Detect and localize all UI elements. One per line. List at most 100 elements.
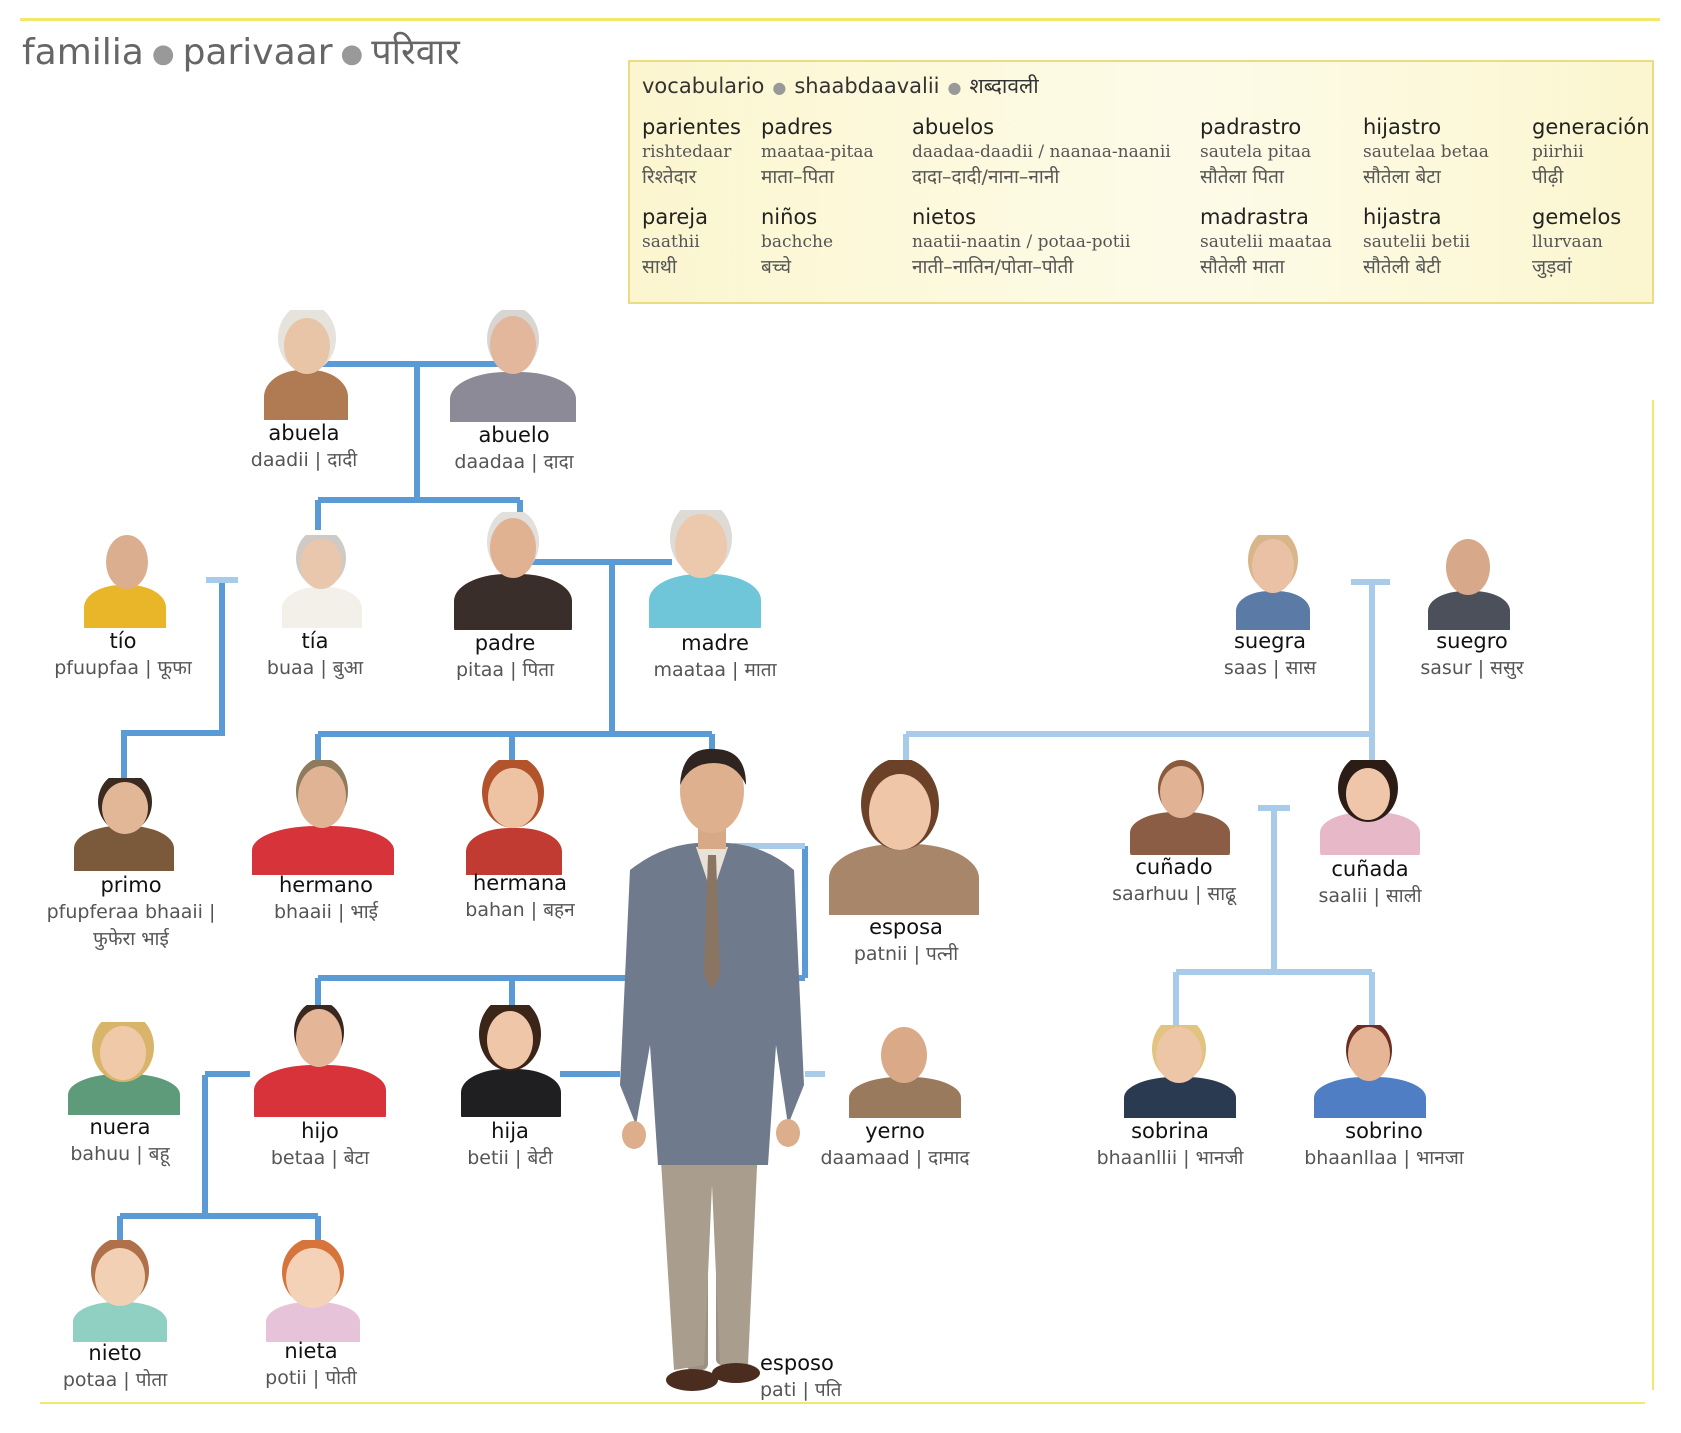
name-es: abuela xyxy=(268,421,340,445)
title-tr: parivaar xyxy=(182,32,333,73)
vocab-hi: साथी xyxy=(642,256,677,278)
name-es: nuera xyxy=(89,1115,151,1139)
name-es: abuelo xyxy=(478,423,550,447)
name-es: sobrino xyxy=(1345,1119,1423,1143)
photo-suegra xyxy=(1194,535,1351,630)
photo-nieto xyxy=(65,1240,175,1342)
label-cunado: cuñado saarhuu | साढू xyxy=(1084,854,1264,908)
name-tr-line2: फुफेरा भाई xyxy=(93,928,169,950)
photo-hermana xyxy=(458,760,570,875)
label-abuelo: abuelo daadaa | दादा xyxy=(424,422,604,476)
photo-primo xyxy=(44,778,204,871)
label-tia: tía buaa | बुआ xyxy=(230,628,400,682)
dot-separator: ● xyxy=(947,78,962,97)
vocab-item: hijastra sautelii betii सौतेली बेटी xyxy=(1363,204,1563,280)
vocab-item: madrastra sautelii maataa सौतेली माता xyxy=(1200,204,1400,280)
name-es: suegro xyxy=(1436,629,1508,653)
photo-madre xyxy=(645,510,765,628)
label-suegro: suegro sasur | ससुर xyxy=(1382,628,1562,682)
photo-esposa xyxy=(825,760,983,915)
label-esposo: esposo pati | पति xyxy=(760,1350,900,1404)
name-es: nieta xyxy=(284,1339,338,1363)
vocab-hi: सौतेला पिता xyxy=(1200,166,1284,188)
name-es: tía xyxy=(301,629,329,653)
name-es: nieto xyxy=(88,1341,142,1365)
label-primo: primo pfupferaa bhaaii | फुफेरा भाई xyxy=(26,872,236,953)
dot-separator: ● xyxy=(340,39,364,69)
name-es: cuñado xyxy=(1135,855,1213,879)
photo-abuelo xyxy=(442,310,584,422)
photo-hija xyxy=(457,1005,565,1117)
photo-nuera xyxy=(44,1022,204,1115)
name-tr: pati | पति xyxy=(760,1379,842,1401)
photo-hijo xyxy=(250,1005,390,1117)
vocab-es: pareja xyxy=(642,205,708,229)
name-es: sobrina xyxy=(1131,1119,1209,1143)
name-tr: betaa | बेटा xyxy=(270,1147,370,1169)
vocab-item: pareja saathii साथी xyxy=(642,204,842,280)
light-connectors xyxy=(206,577,1390,1077)
name-tr: pfuupfaa | फूफा xyxy=(54,657,192,679)
vocabulary-box: vocabulario●shaabdaavalii●शब्दावली parie… xyxy=(628,60,1654,304)
name-tr: bhaanllaa | भानजा xyxy=(1304,1147,1464,1169)
vocab-tr: bachche xyxy=(761,232,834,252)
name-tr: potaa | पोता xyxy=(62,1369,168,1391)
vocab-item: hijastro sautelaa betaa सौतेला बेटा xyxy=(1363,114,1563,190)
name-tr: daamaad | दामाद xyxy=(820,1147,970,1169)
vocab-item: padrastro sautela pitaa सौतेला पिता xyxy=(1200,114,1400,190)
vocab-item: padres maataa-pitaa माता–पिता xyxy=(761,114,961,190)
name-tr: pitaa | पिता xyxy=(455,659,555,681)
vocab-es: abuelos xyxy=(912,115,995,139)
label-tio: tío pfuupfaa | फूफा xyxy=(28,628,218,682)
name-tr: pfupferaa bhaaii | xyxy=(46,901,216,923)
name-es: padre xyxy=(474,631,536,655)
photo-hermano xyxy=(248,760,398,875)
name-es: esposo xyxy=(760,1351,834,1375)
name-tr: bhaaii | भाई xyxy=(273,901,379,923)
vocab-item: generación piirhii पीढ़ी xyxy=(1532,114,1652,190)
vocab-hi: सौतेली बेटी xyxy=(1363,256,1441,278)
photo-tia xyxy=(238,535,398,628)
vocab-es: hijastra xyxy=(1363,205,1442,229)
vocab-heading-es: vocabulario xyxy=(642,74,765,98)
vocab-hi: रिश्तेदार xyxy=(642,166,697,188)
vocab-tr: piirhii xyxy=(1532,142,1584,162)
vocab-hi: नाती–नातिन/पोता–पोती xyxy=(912,256,1074,278)
photo-abuela xyxy=(258,310,354,420)
title-es: familia xyxy=(22,32,144,73)
vocab-item: nietos naatii-naatin / potaa-potii नाती–… xyxy=(912,204,1130,280)
name-es: tío xyxy=(109,629,137,653)
vocab-es: parientes xyxy=(642,115,741,139)
name-es: suegra xyxy=(1233,629,1306,653)
label-sobrino: sobrino bhaanllaa | भानजा xyxy=(1284,1118,1484,1172)
vocab-tr: daadaa-daadii / naanaa-naanii xyxy=(912,142,1171,162)
photo-yerno xyxy=(825,1025,983,1118)
name-tr: bahuu | बहू xyxy=(70,1143,170,1165)
vocab-hi: दादा–दादी/नाना–नानी xyxy=(912,166,1060,188)
name-tr: buaa | बुआ xyxy=(266,657,364,679)
top-rule xyxy=(20,18,1660,21)
label-nuera: nuera bahuu | बहू xyxy=(30,1114,210,1168)
vocab-tr: llurvaan xyxy=(1532,232,1603,252)
name-es: hermana xyxy=(473,871,567,895)
name-tr: bhaanllii | भानजी xyxy=(1096,1147,1244,1169)
dot-separator: ● xyxy=(772,78,787,97)
name-tr: saalii | साली xyxy=(1318,885,1422,907)
right-rule xyxy=(1652,400,1654,1390)
vocab-item: abuelos daadaa-daadii / naanaa-naanii दा… xyxy=(912,114,1171,190)
vocab-tr: sautelii maataa xyxy=(1200,232,1332,252)
photo-tio xyxy=(44,535,204,628)
vocab-tr: rishtedaar xyxy=(642,142,732,162)
vocab-es: nietos xyxy=(912,205,977,229)
name-es: madre xyxy=(681,631,749,655)
vocab-hi: बच्चे xyxy=(761,256,792,278)
label-abuela: abuela daadii | दादी xyxy=(214,420,394,474)
label-hermano: hermano bhaaii | भाई xyxy=(236,872,416,926)
photo-sobrina xyxy=(1100,1025,1258,1118)
bottom-rule xyxy=(40,1402,1645,1404)
vocab-tr: maataa-pitaa xyxy=(761,142,874,162)
name-es: cuñada xyxy=(1331,857,1409,881)
label-hermana: hermana bahan | बहन xyxy=(430,870,610,924)
vocab-es: madrastra xyxy=(1200,205,1309,229)
